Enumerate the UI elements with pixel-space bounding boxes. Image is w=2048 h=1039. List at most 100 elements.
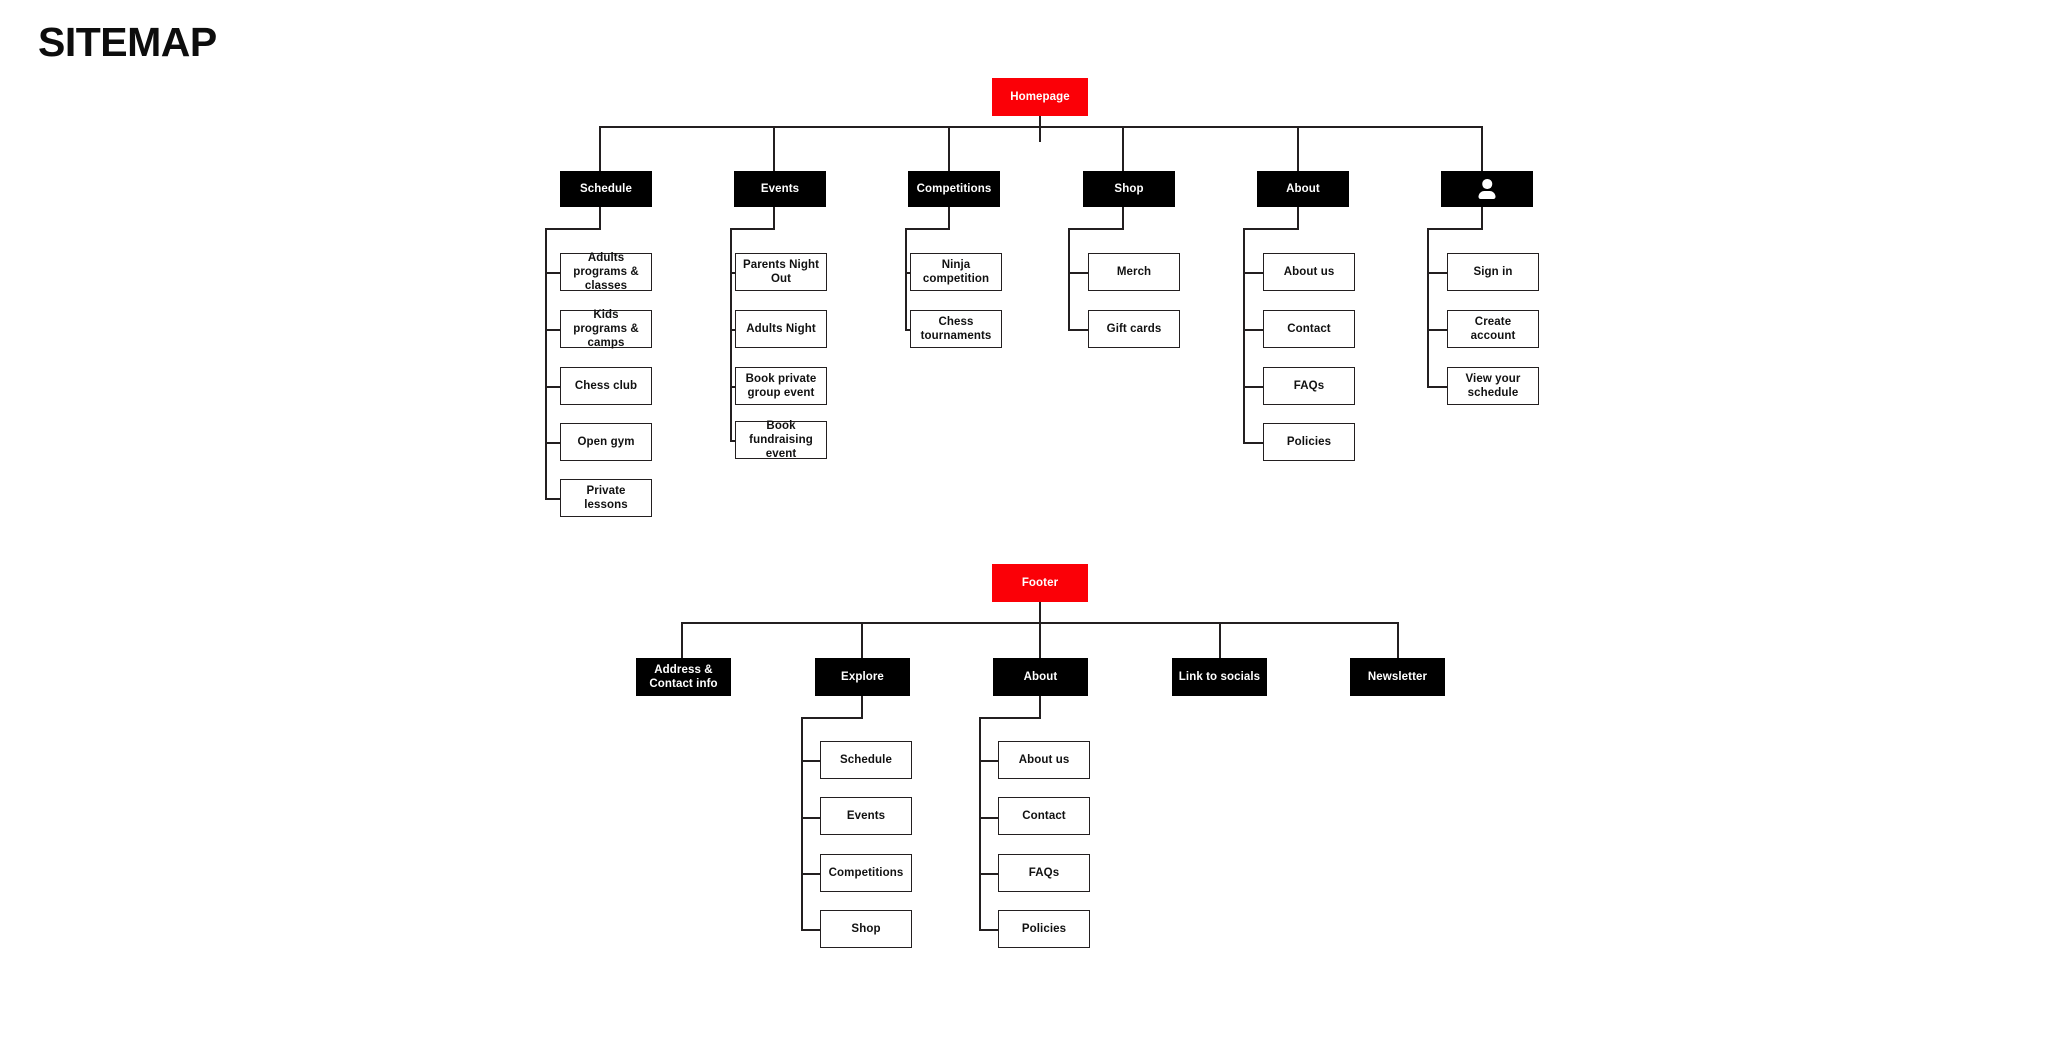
node-label: About	[1023, 670, 1058, 683]
connector-events-spine	[730, 228, 732, 440]
connector-explore-elbow	[801, 717, 863, 719]
connector-footer-stem	[1039, 602, 1041, 623]
connector-root-bus	[599, 126, 1481, 128]
node-shop[interactable]: Shop	[1083, 171, 1175, 207]
node-label: View your schedule	[1465, 372, 1521, 399]
connector-events-stem	[773, 207, 775, 229]
connector-shop-stub-2	[1068, 329, 1088, 331]
node-footer[interactable]: Footer	[992, 564, 1088, 602]
connector-footer-about-stub-4	[979, 929, 998, 931]
node-footer-contact[interactable]: Contact	[998, 797, 1090, 835]
node-link-to-socials[interactable]: Link to socials	[1172, 658, 1267, 696]
node-competitions[interactable]: Competitions	[908, 171, 1000, 207]
node-homepage[interactable]: Homepage	[992, 78, 1088, 116]
connector-explore-stem	[861, 696, 863, 718]
connector-shop-elbow	[1068, 228, 1124, 230]
connector-about-elbow	[1243, 228, 1299, 230]
connector-footer-about-stem	[1039, 696, 1041, 718]
connector-events-stub-2	[730, 329, 735, 331]
node-kids-programs-camps[interactable]: Kids programs & camps	[560, 309, 652, 349]
node-footer-shop[interactable]: Shop	[820, 910, 912, 948]
node-footer-about-us[interactable]: About us	[998, 741, 1090, 779]
node-schedule[interactable]: Schedule	[560, 171, 652, 207]
connector-schedule-stub-3	[545, 386, 560, 388]
node-about-us[interactable]: About us	[1263, 253, 1355, 291]
node-sign-in[interactable]: Sign in	[1447, 253, 1539, 291]
node-label: Schedule	[840, 753, 892, 766]
node-parents-night-out[interactable]: Parents Night Out	[735, 253, 827, 291]
node-chess-tournaments[interactable]: Chess tournaments	[910, 310, 1002, 348]
node-about[interactable]: About	[1257, 171, 1349, 207]
node-open-gym[interactable]: Open gym	[560, 423, 652, 461]
person-icon-body	[1478, 190, 1496, 199]
connector-drop-about	[1297, 126, 1299, 171]
connector-footer-about-stub-3	[979, 873, 998, 875]
connector-schedule-stem	[599, 207, 601, 229]
node-adults-night[interactable]: Adults Night	[735, 310, 827, 348]
node-policies[interactable]: Policies	[1263, 423, 1355, 461]
connector-explore-stub-1	[801, 760, 820, 762]
node-events[interactable]: Events	[734, 171, 826, 207]
node-label: Address & Contact info	[649, 663, 718, 690]
node-footer-about[interactable]: About	[993, 658, 1088, 696]
connector-footer-about-stub-2	[979, 817, 998, 819]
node-address-contact-info[interactable]: Address & Contact info	[636, 658, 731, 696]
node-contact[interactable]: Contact	[1263, 310, 1355, 348]
connector-account-stem	[1481, 207, 1483, 229]
node-footer-events[interactable]: Events	[820, 797, 912, 835]
node-ninja-competition[interactable]: Ninja competition	[910, 253, 1002, 291]
node-label: Explore	[841, 670, 884, 683]
connector-footer-drop-explore	[861, 622, 863, 658]
node-view-your-schedule[interactable]: View your schedule	[1447, 367, 1539, 405]
connector-footer-drop-socials	[1219, 622, 1221, 658]
connector-footer-drop-address	[681, 622, 683, 658]
connector-account-stub-1	[1427, 272, 1447, 274]
connector-competitions-elbow	[905, 228, 950, 230]
connector-competitions-stub-2	[905, 329, 910, 331]
connector-explore-stub-2	[801, 817, 820, 819]
node-label: Schedule	[580, 182, 632, 195]
node-footer-schedule[interactable]: Schedule	[820, 741, 912, 779]
connector-schedule-elbow	[545, 228, 601, 230]
node-label: Shop	[1114, 182, 1144, 195]
connector-footer-about-stub-1	[979, 760, 998, 762]
node-book-fundraising-event[interactable]: Book fundraising event	[735, 420, 827, 460]
node-create-account[interactable]: Create account	[1447, 310, 1539, 348]
node-account[interactable]	[1441, 171, 1533, 207]
node-label: Contact	[1287, 322, 1331, 335]
connector-about-stub-3	[1243, 386, 1263, 388]
node-chess-club[interactable]: Chess club	[560, 367, 652, 405]
node-newsletter[interactable]: Newsletter	[1350, 658, 1445, 696]
connector-about-stem	[1297, 207, 1299, 229]
connector-footer-about-spine	[979, 717, 981, 929]
node-faqs[interactable]: FAQs	[1263, 367, 1355, 405]
node-label: Shop	[851, 922, 881, 935]
connector-events-stub-3	[730, 386, 735, 388]
node-label: Events	[760, 182, 800, 195]
node-footer-policies[interactable]: Policies	[998, 910, 1090, 948]
node-private-lessons[interactable]: Private lessons	[560, 479, 652, 517]
node-label: Policies	[1286, 435, 1332, 448]
node-footer-faqs[interactable]: FAQs	[998, 854, 1090, 892]
node-label: About us	[1018, 753, 1070, 766]
connector-about-stub-2	[1243, 329, 1263, 331]
person-icon-head	[1482, 179, 1492, 189]
connector-explore-stub-4	[801, 929, 820, 931]
node-gift-cards[interactable]: Gift cards	[1088, 310, 1180, 348]
node-explore[interactable]: Explore	[815, 658, 910, 696]
node-label: Adults programs & classes	[573, 251, 639, 293]
node-adults-programs-classes[interactable]: Adults programs & classes	[560, 251, 652, 293]
connector-account-spine	[1427, 228, 1429, 386]
connector-drop-schedule	[599, 126, 601, 171]
person-icon	[1476, 178, 1498, 200]
connector-drop-shop	[1122, 126, 1124, 171]
node-label: Chess club	[574, 379, 638, 392]
node-merch[interactable]: Merch	[1088, 253, 1180, 291]
node-book-private-group-event[interactable]: Book private group event	[735, 367, 827, 405]
connector-competitions-stem	[948, 207, 950, 229]
connector-schedule-stub-4	[545, 442, 560, 444]
page-title: SITEMAP	[38, 19, 217, 65]
node-footer-competitions[interactable]: Competitions	[820, 854, 912, 892]
node-label: Parents Night Out	[742, 258, 820, 285]
